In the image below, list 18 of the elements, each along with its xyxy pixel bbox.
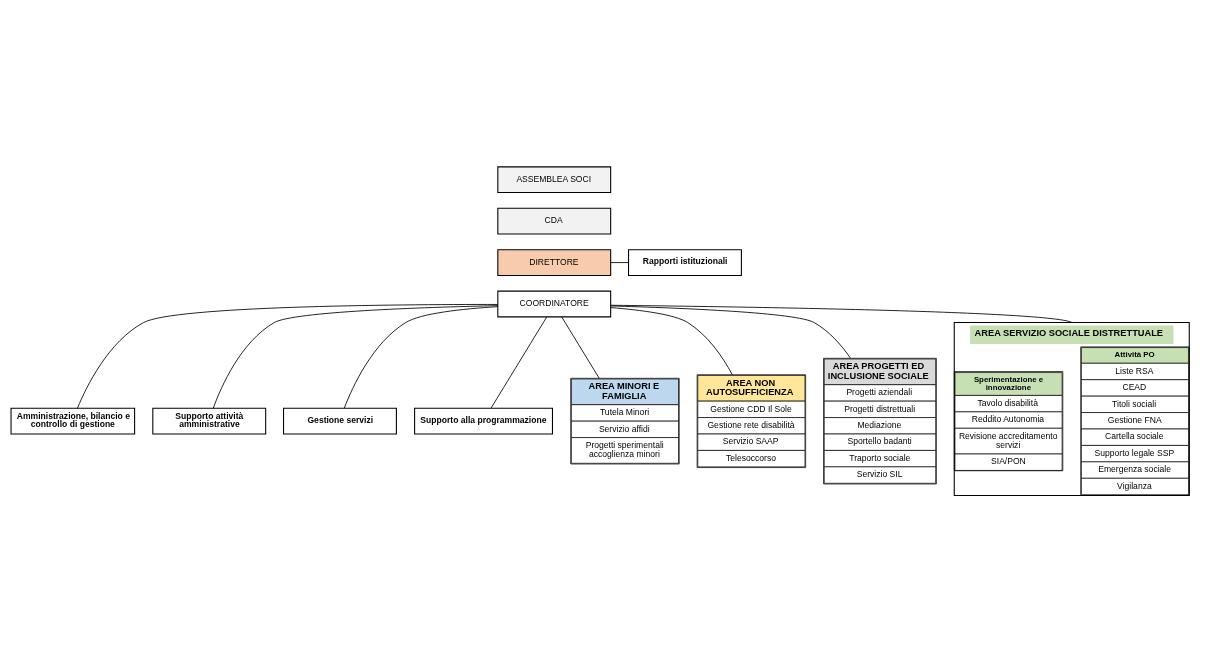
connector [610, 307, 733, 376]
node-box: Amministrazione, bilancio e controllo di gestione [10, 407, 136, 435]
connector [610, 305, 851, 359]
node-box: COORDINATORE [497, 290, 612, 318]
node-box: Supporto attività amministrative [152, 407, 267, 435]
connector [343, 306, 499, 409]
node-box: Gestione servizi [283, 407, 397, 435]
connector [212, 305, 499, 409]
connector [610, 262, 629, 263]
node-box: Rapporti istituzionali [628, 249, 742, 276]
connector [77, 304, 499, 409]
connector [610, 304, 1073, 323]
node-box: DIRETTORE [497, 249, 612, 276]
node-box: ASSEMBLEA SOCI [497, 166, 612, 194]
node-box: Supporto alla programmazione [414, 407, 553, 435]
node-box: CDA [497, 207, 612, 235]
connector [490, 316, 548, 409]
connector [561, 316, 600, 379]
